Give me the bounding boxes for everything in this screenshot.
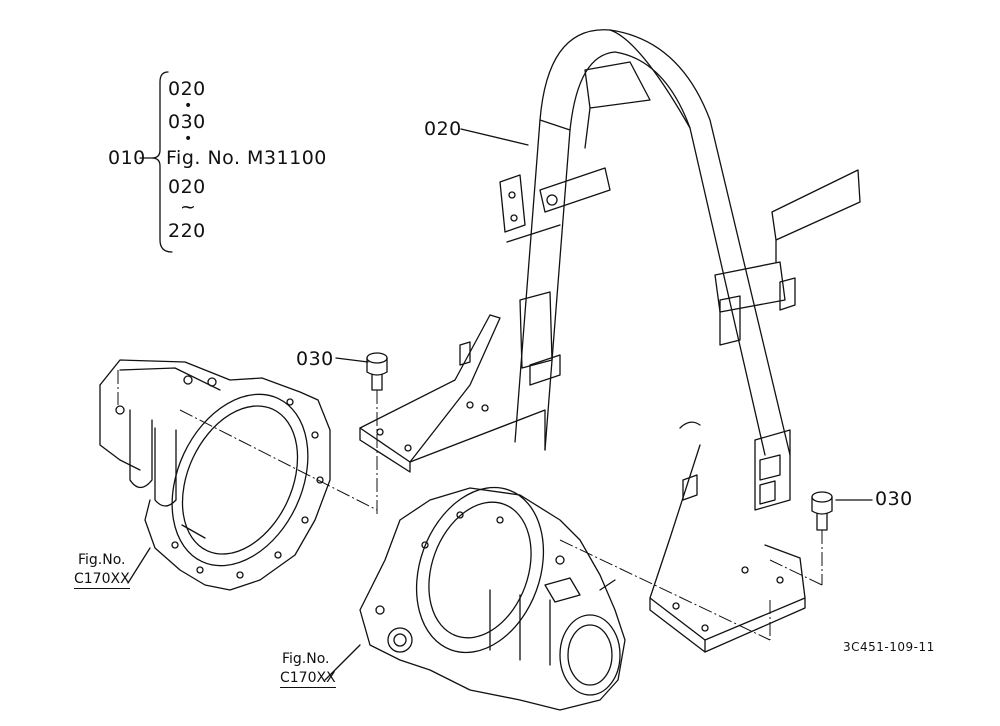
- callout-bolt-left: 030: [296, 348, 334, 370]
- figure-ref-left-line2: C170XX: [74, 571, 130, 589]
- bolt-right: [812, 492, 832, 530]
- bolt-left: [367, 353, 387, 390]
- figure-ref-bottom-line1: Fig.No.: [282, 651, 330, 667]
- legend-range-tilde: ~: [180, 196, 197, 218]
- legend-item: 020: [168, 176, 206, 198]
- legend-separator: •: [184, 131, 193, 147]
- callout-bolt-right: 030: [875, 488, 913, 510]
- legend-root-label: 010: [108, 147, 146, 169]
- legend-item: 020: [168, 78, 206, 100]
- figure-ref-bottom-line2: C170XX: [280, 670, 336, 688]
- callout-frame: 020: [424, 118, 462, 140]
- figure-ref-left-line1: Fig.No.: [78, 552, 126, 568]
- legend-item: 030: [168, 111, 206, 133]
- transmission-case-bottom: [360, 470, 625, 710]
- rops-frame: [360, 30, 860, 652]
- legend-item: 220: [168, 220, 206, 242]
- legend-separator: •: [184, 98, 193, 114]
- transmission-case-left: [100, 360, 334, 590]
- legend-item-figure-ref: Fig. No. M31100: [166, 147, 327, 169]
- drawing-number: 3C451-109-11: [843, 640, 935, 654]
